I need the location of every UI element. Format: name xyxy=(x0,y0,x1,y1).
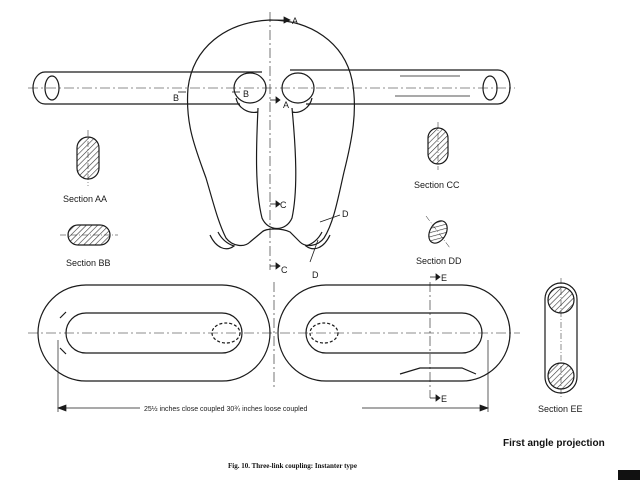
instanter-inner-slot xyxy=(255,107,297,230)
drawbar-view xyxy=(32,69,511,105)
scan-corner-mark xyxy=(618,470,640,480)
section-cc-shape xyxy=(427,122,449,170)
marker-a-top: A xyxy=(292,16,298,26)
projection-note: First angle projection xyxy=(503,438,605,449)
cut-markers-bottom xyxy=(430,273,441,402)
marker-a-lower: A xyxy=(283,100,289,110)
dimension-line xyxy=(57,340,489,412)
centerlines-top xyxy=(28,12,515,270)
section-dd-label: Section DD xyxy=(416,256,462,266)
section-bb-shape xyxy=(60,224,118,246)
marker-c-upper: C xyxy=(280,200,287,210)
dimension-text: 25½ inches close coupled 30¾ inches loos… xyxy=(144,405,308,413)
marker-d-upper: D xyxy=(342,209,349,219)
marker-c-lower: C xyxy=(281,265,288,275)
section-cc-label: Section CC xyxy=(414,180,460,190)
centerlines-bottom xyxy=(28,282,520,398)
right-link-flat xyxy=(399,367,477,375)
marker-e-lower: E xyxy=(441,394,447,404)
section-aa-label: Section AA xyxy=(63,194,107,204)
instanter-link-view xyxy=(186,19,356,250)
figure-caption: Fig. 10. Three-link coupling: Instanter … xyxy=(228,462,357,470)
left-link-hook xyxy=(59,311,67,355)
section-aa-shape xyxy=(76,130,100,186)
drawbar-right-section xyxy=(290,69,511,105)
instanter-body-outline xyxy=(186,19,356,247)
marker-d-lower: D xyxy=(312,270,319,280)
cut-markers-top xyxy=(178,16,341,270)
marker-b-left: B xyxy=(173,93,179,103)
section-dd-shape xyxy=(425,215,451,249)
section-ee-label: Section EE xyxy=(538,404,583,414)
instanter-hook xyxy=(235,97,313,113)
section-bb-label: Section BB xyxy=(66,258,111,268)
marker-e-upper: E xyxy=(441,273,447,283)
section-ee-shape xyxy=(544,278,578,398)
instanter-left-lug xyxy=(209,231,236,250)
instanter-right-lug xyxy=(304,231,331,250)
marker-b-right: B xyxy=(243,89,249,99)
